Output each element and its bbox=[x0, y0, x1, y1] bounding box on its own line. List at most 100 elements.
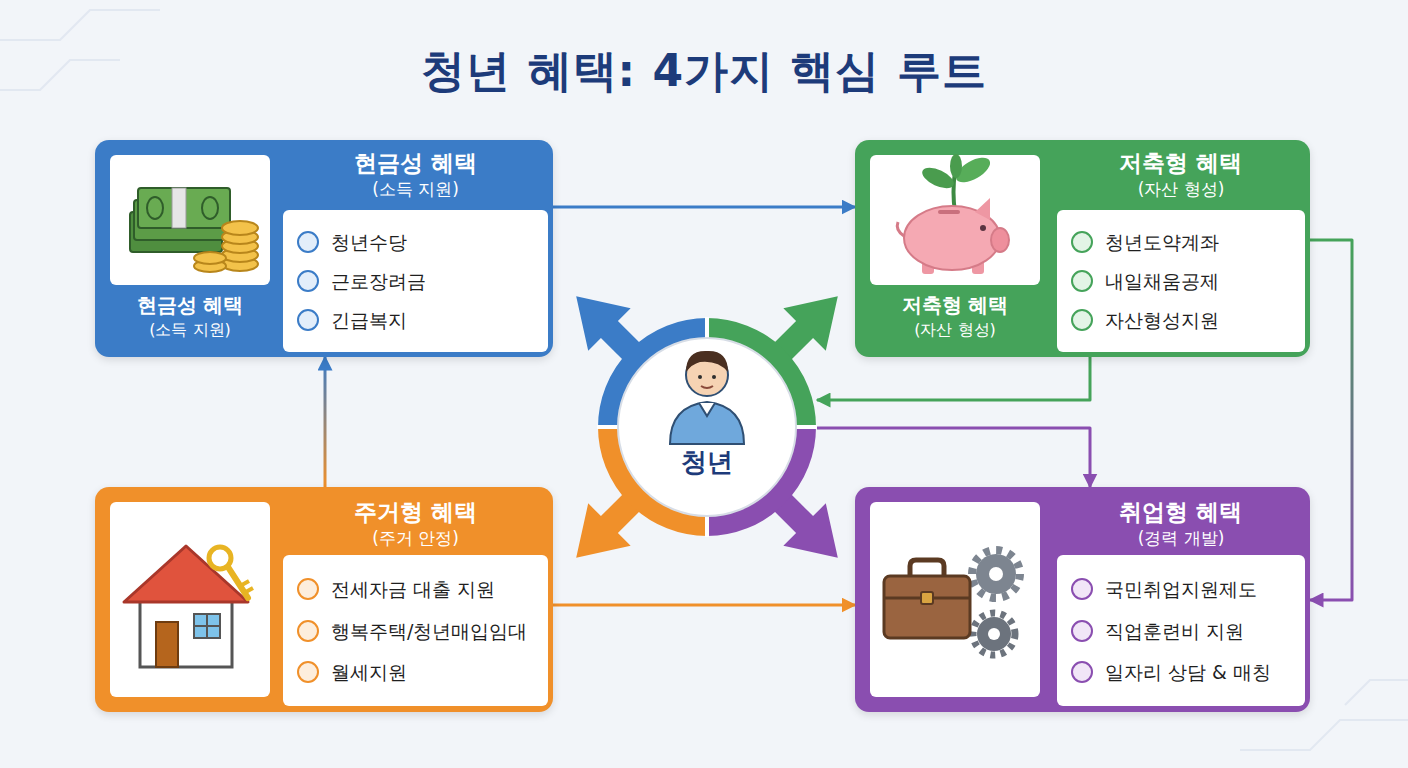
icon-label-sub: (자산 형성) bbox=[870, 319, 1040, 341]
house-icon-part bbox=[140, 595, 232, 667]
money-icon-part bbox=[194, 221, 258, 272]
piggy-bank-icon-part bbox=[972, 256, 984, 274]
hub-label-area: 청년 bbox=[597, 445, 817, 480]
briefcase-icon-part bbox=[976, 554, 1016, 594]
piggy-bank-icon-part bbox=[991, 228, 1009, 252]
connector-arrow bbox=[817, 428, 1090, 487]
money-icon-part bbox=[202, 197, 218, 219]
card-heading: 현금성 혜택 bbox=[283, 148, 548, 178]
connector-arrow bbox=[553, 206, 855, 209]
benefit-item: 행복주택/청년매입임대 bbox=[297, 618, 540, 644]
house-icon-part bbox=[124, 546, 248, 602]
benefit-item: 국민취업지원제도 bbox=[1071, 576, 1297, 602]
person-icon-part bbox=[686, 351, 728, 372]
money-icon-part-part bbox=[222, 230, 258, 244]
benefit-list: 청년수당근로장려금긴급복지 bbox=[283, 210, 548, 352]
connector-arrow bbox=[817, 357, 1090, 400]
house-icon-part bbox=[209, 547, 231, 569]
briefcase-icon-part bbox=[921, 592, 933, 604]
center-ring-part bbox=[707, 328, 806, 427]
card-heading-group: 취업형 혜택(경력 개발) bbox=[1057, 497, 1305, 550]
center-ring-part bbox=[608, 328, 707, 427]
money-icon-part bbox=[147, 197, 163, 219]
house-icon-part bbox=[194, 614, 220, 638]
money-icon bbox=[130, 188, 258, 272]
connector-arrow bbox=[1310, 240, 1352, 600]
piggy-bank-icon-part bbox=[919, 164, 957, 193]
card-heading-group: 현금성 혜택(소득 지원) bbox=[283, 148, 548, 201]
money-icon-part bbox=[134, 200, 226, 240]
briefcase-icon-part bbox=[910, 560, 944, 578]
benefit-item: 전세자금 대출 지원 bbox=[297, 576, 540, 602]
benefit-list: 국민취업지원제도직업훈련비 지원일자리 상담 & 매칭 bbox=[1057, 555, 1305, 706]
card-heading: 주거형 혜택 bbox=[283, 497, 548, 527]
center-hub-arrows bbox=[555, 275, 859, 579]
person-icon-part bbox=[712, 375, 716, 379]
piggy-bank-icon-part bbox=[904, 206, 1000, 270]
tech-lines-part bbox=[0, 60, 120, 90]
house-icon bbox=[124, 546, 253, 667]
benefit-card: 주거형 혜택(주거 안정)전세자금 대출 지원행복주택/청년매입임대월세지원 bbox=[95, 487, 553, 712]
icon-panel-part bbox=[110, 155, 270, 285]
benefit-list: 전세자금 대출 지원행복주택/청년매입임대월세지원 bbox=[283, 555, 548, 706]
benefit-card: 현금성 혜택(소득 지원)현금성 혜택(소득 지원)청년수당근로장려금긴급복지 bbox=[95, 140, 553, 357]
person-icon-part bbox=[698, 375, 702, 379]
center-disk-part bbox=[618, 338, 796, 516]
center-hub: 청년 bbox=[597, 317, 817, 537]
money-icon-part-part bbox=[222, 221, 258, 235]
benefit-card: 저축형 혜택(자산 형성) 저축형 혜택(자산 형성) 청년도약계좌내일채움공제자산… bbox=[855, 140, 1310, 357]
benefit-item: 청년도약계좌 bbox=[1071, 229, 1297, 255]
diagram-title: 청년 혜택: 4가지 핵심 루트 bbox=[421, 42, 986, 101]
piggy-bank-icon-part bbox=[975, 198, 990, 220]
money-icon-part-part bbox=[194, 260, 226, 272]
benefit-item: 청년수당 bbox=[297, 229, 540, 255]
connector-arrow bbox=[553, 604, 855, 607]
benefit-item: 내일채움공제 bbox=[1071, 268, 1297, 294]
benefit-list: 청년도약계좌내일채움공제자산형성지원 bbox=[1057, 210, 1305, 352]
piggy-bank-icon-part bbox=[980, 225, 986, 231]
benefit-item: 긴급복지 bbox=[297, 307, 540, 333]
center-hub-arrows-part bbox=[555, 275, 658, 378]
money-icon-part-part bbox=[194, 252, 226, 264]
card-heading-group: 저축형 혜택(자산 형성) bbox=[1057, 148, 1305, 201]
benefit-item: 근로장려금 bbox=[297, 268, 540, 294]
person-icon-part bbox=[686, 354, 728, 396]
center-ring bbox=[597, 317, 817, 537]
center-hub-arrows-part bbox=[555, 476, 658, 579]
title-area: 청년 혜택: 4가지 핵심 루트 bbox=[0, 42, 1408, 101]
money-icon-part bbox=[172, 188, 186, 228]
piggy-bank-icon-part bbox=[897, 222, 904, 236]
connector-arrow bbox=[324, 357, 327, 487]
money-icon-part-part bbox=[222, 248, 258, 262]
card-heading: 취업형 혜택 bbox=[1057, 497, 1305, 527]
house-icon-part bbox=[156, 622, 178, 667]
briefcase-icon-part bbox=[977, 617, 1011, 651]
icon-label: 현금성 혜택 bbox=[110, 292, 270, 319]
piggy-bank-icon bbox=[897, 153, 1009, 274]
person-icon-part bbox=[699, 403, 715, 416]
piggy-bank-icon-part bbox=[952, 153, 994, 188]
briefcase-icon-part bbox=[988, 628, 1000, 640]
house-icon-part bbox=[240, 581, 253, 593]
center-hub-arrows-part bbox=[756, 476, 859, 579]
center-hub-arrows-part bbox=[756, 275, 859, 378]
money-icon-part-part bbox=[222, 257, 258, 271]
benefit-item: 자산형성지원 bbox=[1071, 307, 1297, 333]
briefcase-icon-part bbox=[884, 576, 970, 638]
tech-lines-part bbox=[1345, 680, 1408, 705]
piggy-bank-icon-part bbox=[954, 172, 956, 212]
icon-label-group: 저축형 혜택(자산 형성) bbox=[870, 292, 1040, 341]
money-icon-part bbox=[138, 188, 230, 228]
center-ring-part bbox=[597, 317, 817, 537]
person-icon bbox=[670, 351, 744, 444]
benefit-item: 일자리 상담 & 매칭 bbox=[1071, 659, 1297, 685]
briefcase-icon-part bbox=[973, 613, 1015, 655]
briefcase-icon-part bbox=[884, 597, 970, 600]
icon-panel-part bbox=[110, 502, 270, 697]
piggy-bank-icon-part bbox=[950, 154, 962, 178]
card-heading-group: 주거형 혜택(주거 안정) bbox=[283, 497, 548, 550]
icon-label-sub: (소득 지원) bbox=[110, 319, 270, 341]
briefcase-icon-part bbox=[972, 550, 1020, 598]
